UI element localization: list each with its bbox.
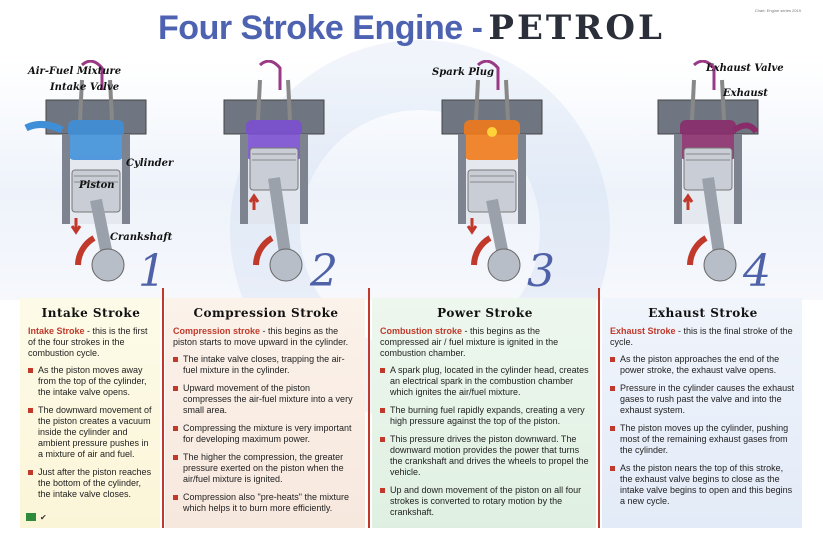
panel-intro: Intake Stroke - this is the first of the… <box>28 326 148 358</box>
list-item: Compression also "pre-heats" the mixture… <box>173 492 359 514</box>
label-intake-valve: Intake Valve <box>50 82 120 93</box>
compression-stroke-panel: Compression Stroke Compression stroke - … <box>165 298 365 528</box>
panel-intro: Compression stroke - this begins as the … <box>173 326 349 347</box>
engine-diagram-exhaust <box>634 60 823 295</box>
label-piston: Piston <box>79 180 115 191</box>
list-item: The intake valve closes, trapping the ai… <box>173 354 359 376</box>
engine-diagram-compression <box>200 60 390 295</box>
column-divider <box>598 288 600 528</box>
page-title: Four Stroke Engine -PETROL <box>0 8 823 48</box>
list-item: Upward movement of the piston compresses… <box>173 383 359 416</box>
bullet-list: The intake valve closes, trapping the ai… <box>173 354 359 514</box>
engine-diagram-intake <box>22 60 212 295</box>
panel-heading: Exhaust Stroke <box>648 306 758 320</box>
fine-print: Chart: Engine series 2019 <box>754 8 801 13</box>
list-item: Up and down movement of the piston on al… <box>380 485 590 518</box>
stroke-number-1: 1 <box>138 246 166 297</box>
list-item: Just after the piston reaches the bottom… <box>28 467 154 500</box>
panel-heading: Intake Stroke <box>41 306 141 320</box>
list-item: The downward movement of the piston crea… <box>28 405 154 460</box>
list-item: Compressing the mixture is very importan… <box>173 423 359 445</box>
power-stroke-panel: Power Stroke Combustion stroke - this be… <box>372 298 596 528</box>
label-exhaust-valve: Exhaust Valve <box>706 63 784 74</box>
exhaust-stroke-panel: Exhaust Stroke Exhaust Stroke - this is … <box>602 298 802 528</box>
list-item: Pressure in the cylinder causes the exha… <box>610 383 796 416</box>
engine-diagram-power <box>418 60 608 295</box>
label-exhaust: Exhaust <box>723 88 768 99</box>
list-item: This pressure drives the piston downward… <box>380 434 590 478</box>
bullet-list: As the piston moves away from the top of… <box>28 365 154 500</box>
list-item: As the piston nears the top of this stro… <box>610 463 796 507</box>
label-air-fuel-mixture: Air-Fuel Mixture <box>28 66 122 77</box>
list-item: The higher the compression, the greater … <box>173 452 359 485</box>
publisher-logo <box>26 513 36 521</box>
check-icon: ✔ <box>40 513 47 522</box>
stroke-number-4: 4 <box>743 246 771 297</box>
panel-heading: Power Stroke <box>437 306 533 320</box>
intake-stroke-panel: Intake Stroke Intake Stroke - this is th… <box>20 298 160 528</box>
bullet-list: As the piston approaches the end of the … <box>610 354 796 507</box>
engine-svg <box>441 60 543 282</box>
column-divider <box>162 288 164 528</box>
list-item: As the piston moves away from the top of… <box>28 365 154 398</box>
engine-svg <box>24 60 147 282</box>
panel-intro: Combustion stroke - this begins as the c… <box>380 326 559 358</box>
engine-svg <box>657 60 759 282</box>
list-item: A spark plug, located in the cylinder he… <box>380 365 590 398</box>
column-divider <box>368 288 370 528</box>
engine-svg <box>223 60 325 282</box>
panel-intro: Exhaust Stroke - this is the final strok… <box>610 326 793 347</box>
stroke-number-3: 3 <box>527 246 555 297</box>
bullet-list: A spark plug, located in the cylinder he… <box>380 365 590 518</box>
stroke-number-2: 2 <box>310 246 338 297</box>
title-part-2: PETROL <box>488 8 665 48</box>
list-item: The burning fuel rapidly expands, creati… <box>380 405 590 427</box>
list-item: The piston moves up the cylinder, pushin… <box>610 423 796 456</box>
panel-heading: Compression Stroke <box>193 306 339 320</box>
label-spark-plug: Spark Plug <box>432 67 494 78</box>
label-cylinder: Cylinder <box>126 158 174 169</box>
list-item: As the piston approaches the end of the … <box>610 354 796 376</box>
label-crankshaft: Crankshaft <box>110 232 173 243</box>
title-part-1: Four Stroke Engine - <box>158 9 483 47</box>
